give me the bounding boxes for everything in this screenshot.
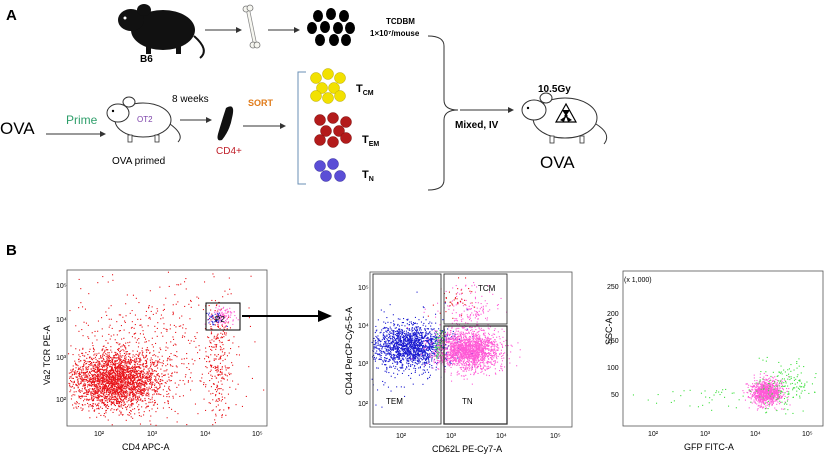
plot1-xtick: 10³ xyxy=(147,431,158,438)
plot3-xlabel: GFP FITC-A xyxy=(684,442,734,452)
ova-left-label: OVA xyxy=(0,119,35,138)
plot1-xtick: 10⁴ xyxy=(200,431,211,438)
plot3-xtick: 10⁴ xyxy=(750,431,761,438)
plot3-ytick: 150 xyxy=(607,338,619,345)
plot1-ytick: 10³ xyxy=(56,355,67,362)
prime-label: Prime xyxy=(66,113,98,127)
tcdbm-label: TCDBM xyxy=(386,17,415,26)
spleen-icon xyxy=(217,106,234,141)
radiation-icon xyxy=(554,102,578,123)
plot3-ytick: 250 xyxy=(607,284,619,291)
p2-gate xyxy=(205,302,241,331)
plot3-ytick: 50 xyxy=(611,392,619,399)
plot3-scale-note: (x 1,000) xyxy=(624,277,652,284)
plot2-ytick: 10³ xyxy=(358,361,369,368)
plot1-ylabel: Va2 TCR PE-A xyxy=(42,325,52,385)
weeks-label: 8 weeks xyxy=(172,94,209,105)
tcm-gate-label: TCM xyxy=(478,284,496,293)
plot2-xlabel: CD62L PE-Cy7-A xyxy=(432,444,502,454)
plot2-ytick: 10⁵ xyxy=(358,285,369,292)
mixed-iv-label: Mixed, IV xyxy=(455,120,499,131)
tcm-label: TCM xyxy=(356,83,374,97)
plot2-xtick: 10⁵ xyxy=(550,433,561,440)
tn-label: TN xyxy=(362,169,374,183)
flow-plot-3: (x 1,000) GFP FITC-A SSC-A 10² 10³ 10⁴ 1… xyxy=(604,270,824,452)
p2-gate-label: P2 xyxy=(215,315,225,324)
tn-cells xyxy=(314,158,346,182)
tem-gate-label: TEM xyxy=(386,397,403,406)
flow-plot-2: TCM TEM TN CD62L PE-Cy7-A CD44 PerCP-Cy5… xyxy=(344,271,573,454)
plot2-xtick: 10³ xyxy=(446,433,457,440)
tn-gate-label: TN xyxy=(462,397,473,406)
b6-label: B6 xyxy=(140,54,153,65)
panel-b-label: B xyxy=(6,242,17,259)
plot1-xtick: 10⁵ xyxy=(252,431,263,438)
plot3-ylabel: SSC-A xyxy=(604,317,614,345)
plot1-ytick: 10² xyxy=(56,397,67,404)
plot1-ytick: 10⁴ xyxy=(56,317,67,324)
sort-label: SORT xyxy=(248,98,274,108)
ova-right-label: OVA xyxy=(540,153,575,172)
plot3-xtick: 10³ xyxy=(700,431,711,438)
tcm-cells xyxy=(310,68,346,104)
plot2-ytick: 10⁴ xyxy=(358,323,369,330)
tem-cells xyxy=(314,112,352,148)
plot2-xtick: 10⁴ xyxy=(496,433,507,440)
ova-primed-label: OVA primed xyxy=(112,156,165,167)
plot2-ytick: 10² xyxy=(358,401,369,408)
black-mouse-icon xyxy=(118,4,205,59)
ot2-mouse-icon xyxy=(106,96,181,143)
bone-icon xyxy=(242,4,261,49)
plot3-ytick: 100 xyxy=(607,365,619,372)
bone-marrow-cells xyxy=(307,8,355,46)
tem-gate xyxy=(372,273,442,425)
plot3-xtick: 10⁵ xyxy=(802,431,813,438)
plot2-ylabel: CD44 PerCP-Cy5-5-A xyxy=(344,307,354,395)
cd4-label: CD4+ xyxy=(216,146,242,157)
panel-a-label: A xyxy=(6,7,17,24)
tem-label: TEM xyxy=(362,134,379,148)
plot3-ytick: 200 xyxy=(607,311,619,318)
ot2-label: OT2 xyxy=(137,115,153,124)
irradiation-dose: 10.5Gy xyxy=(538,84,571,95)
plot2-xtick: 10² xyxy=(396,433,407,440)
flow-plot-1: P2 CD4 APC-A Va2 TCR PE-A 10² 10³ 10⁴ 10… xyxy=(42,269,268,452)
plot1-ytick: 10⁵ xyxy=(56,283,67,290)
plot3-xtick: 10² xyxy=(648,431,659,438)
tn-gate xyxy=(443,325,508,425)
plot1-xtick: 10² xyxy=(94,431,105,438)
tcdbm-dose: 1×10⁷/mouse xyxy=(370,29,420,38)
plot1-xlabel: CD4 APC-A xyxy=(122,442,170,452)
tcm-gate xyxy=(443,273,508,325)
